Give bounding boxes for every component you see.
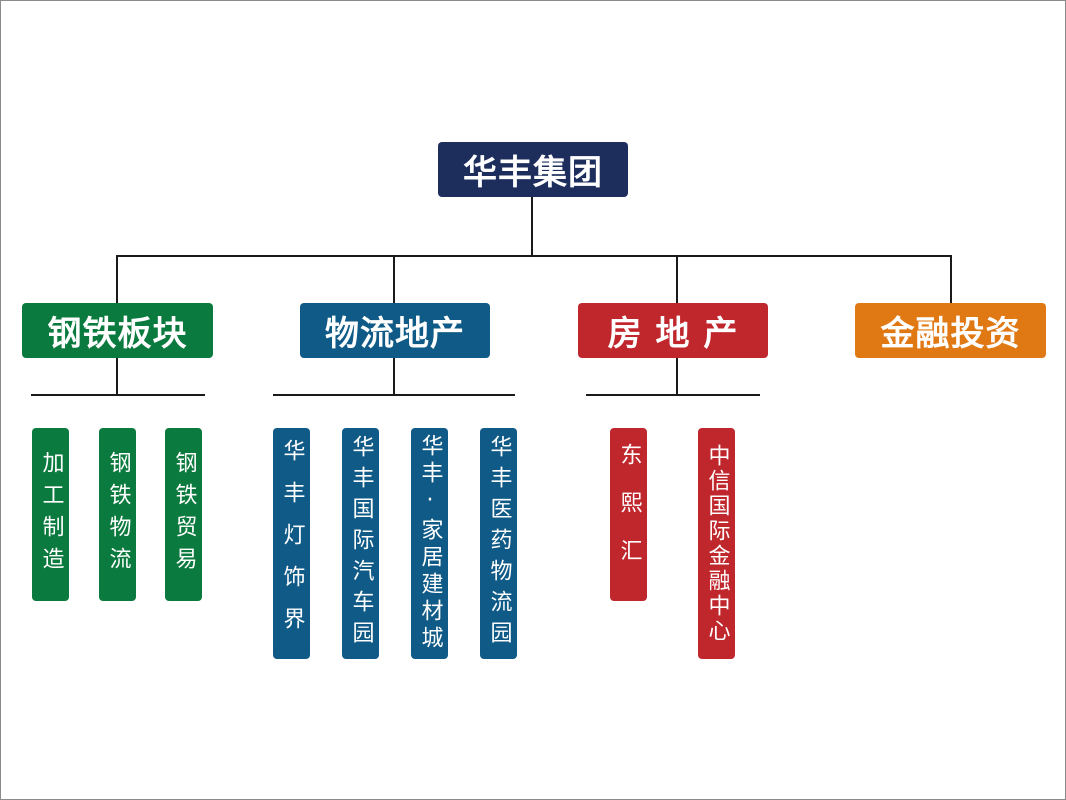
category-logistics: 物流地产: [300, 303, 490, 358]
leaf-dongxihui-label: 东熙汇: [616, 442, 642, 587]
connector-drop-logistics: [393, 255, 395, 303]
leaf-pharma-park: 华丰医药物流园: [480, 428, 517, 659]
leaf-pharma-park-label: 华丰医药物流园: [486, 435, 512, 652]
category-steel-label: 钢铁板块: [47, 314, 188, 354]
root-node: 华丰集团: [438, 142, 628, 197]
leaf-lighting-label: 华丰灯饰界: [279, 438, 305, 649]
category-realestate-label: 房 地 产: [607, 314, 739, 354]
leaf-dongxihui: 东熙汇: [610, 428, 647, 601]
leaf-auto-park: 华丰国际汽车园: [342, 428, 379, 659]
connector-steel-bus: [31, 394, 205, 396]
connector-root-down: [531, 197, 533, 256]
connector-drop-realestate: [676, 255, 678, 303]
connector-logistics-bus: [273, 394, 515, 396]
leaf-processing: 加工制造: [32, 428, 69, 601]
leaf-lighting: 华丰灯饰界: [273, 428, 310, 659]
connector-drop-steel: [116, 255, 118, 303]
leaf-citic-center-label: 中信国际金融中心: [704, 443, 730, 644]
connector-realestate-down: [676, 358, 678, 395]
leaf-processing-label: 加工制造: [38, 450, 64, 579]
category-finance-label: 金融投资: [880, 314, 1021, 354]
leaf-steel-logistics-label: 钢铁物流: [105, 450, 131, 579]
leaf-citic-center: 中信国际金融中心: [698, 428, 735, 659]
leaf-steel-trade-label: 钢铁贸易: [171, 450, 197, 579]
leaf-auto-park-label: 华丰国际汽车园: [348, 435, 374, 652]
category-steel: 钢铁板块: [22, 303, 213, 358]
category-finance: 金融投资: [855, 303, 1046, 358]
leaf-home-building-label: 华丰·家居建材城: [417, 434, 443, 653]
category-logistics-label: 物流地产: [325, 314, 465, 354]
root-label: 华丰集团: [463, 153, 603, 193]
category-realestate: 房 地 产: [578, 303, 768, 358]
connector-realestate-bus: [586, 394, 760, 396]
connector-top-bus: [116, 255, 952, 257]
connector-drop-finance: [950, 255, 952, 303]
connector-logistics-down: [393, 358, 395, 395]
leaf-steel-logistics: 钢铁物流: [99, 428, 136, 601]
leaf-home-building: 华丰·家居建材城: [411, 428, 448, 659]
leaf-steel-trade: 钢铁贸易: [165, 428, 202, 601]
connector-steel-down: [116, 358, 118, 395]
